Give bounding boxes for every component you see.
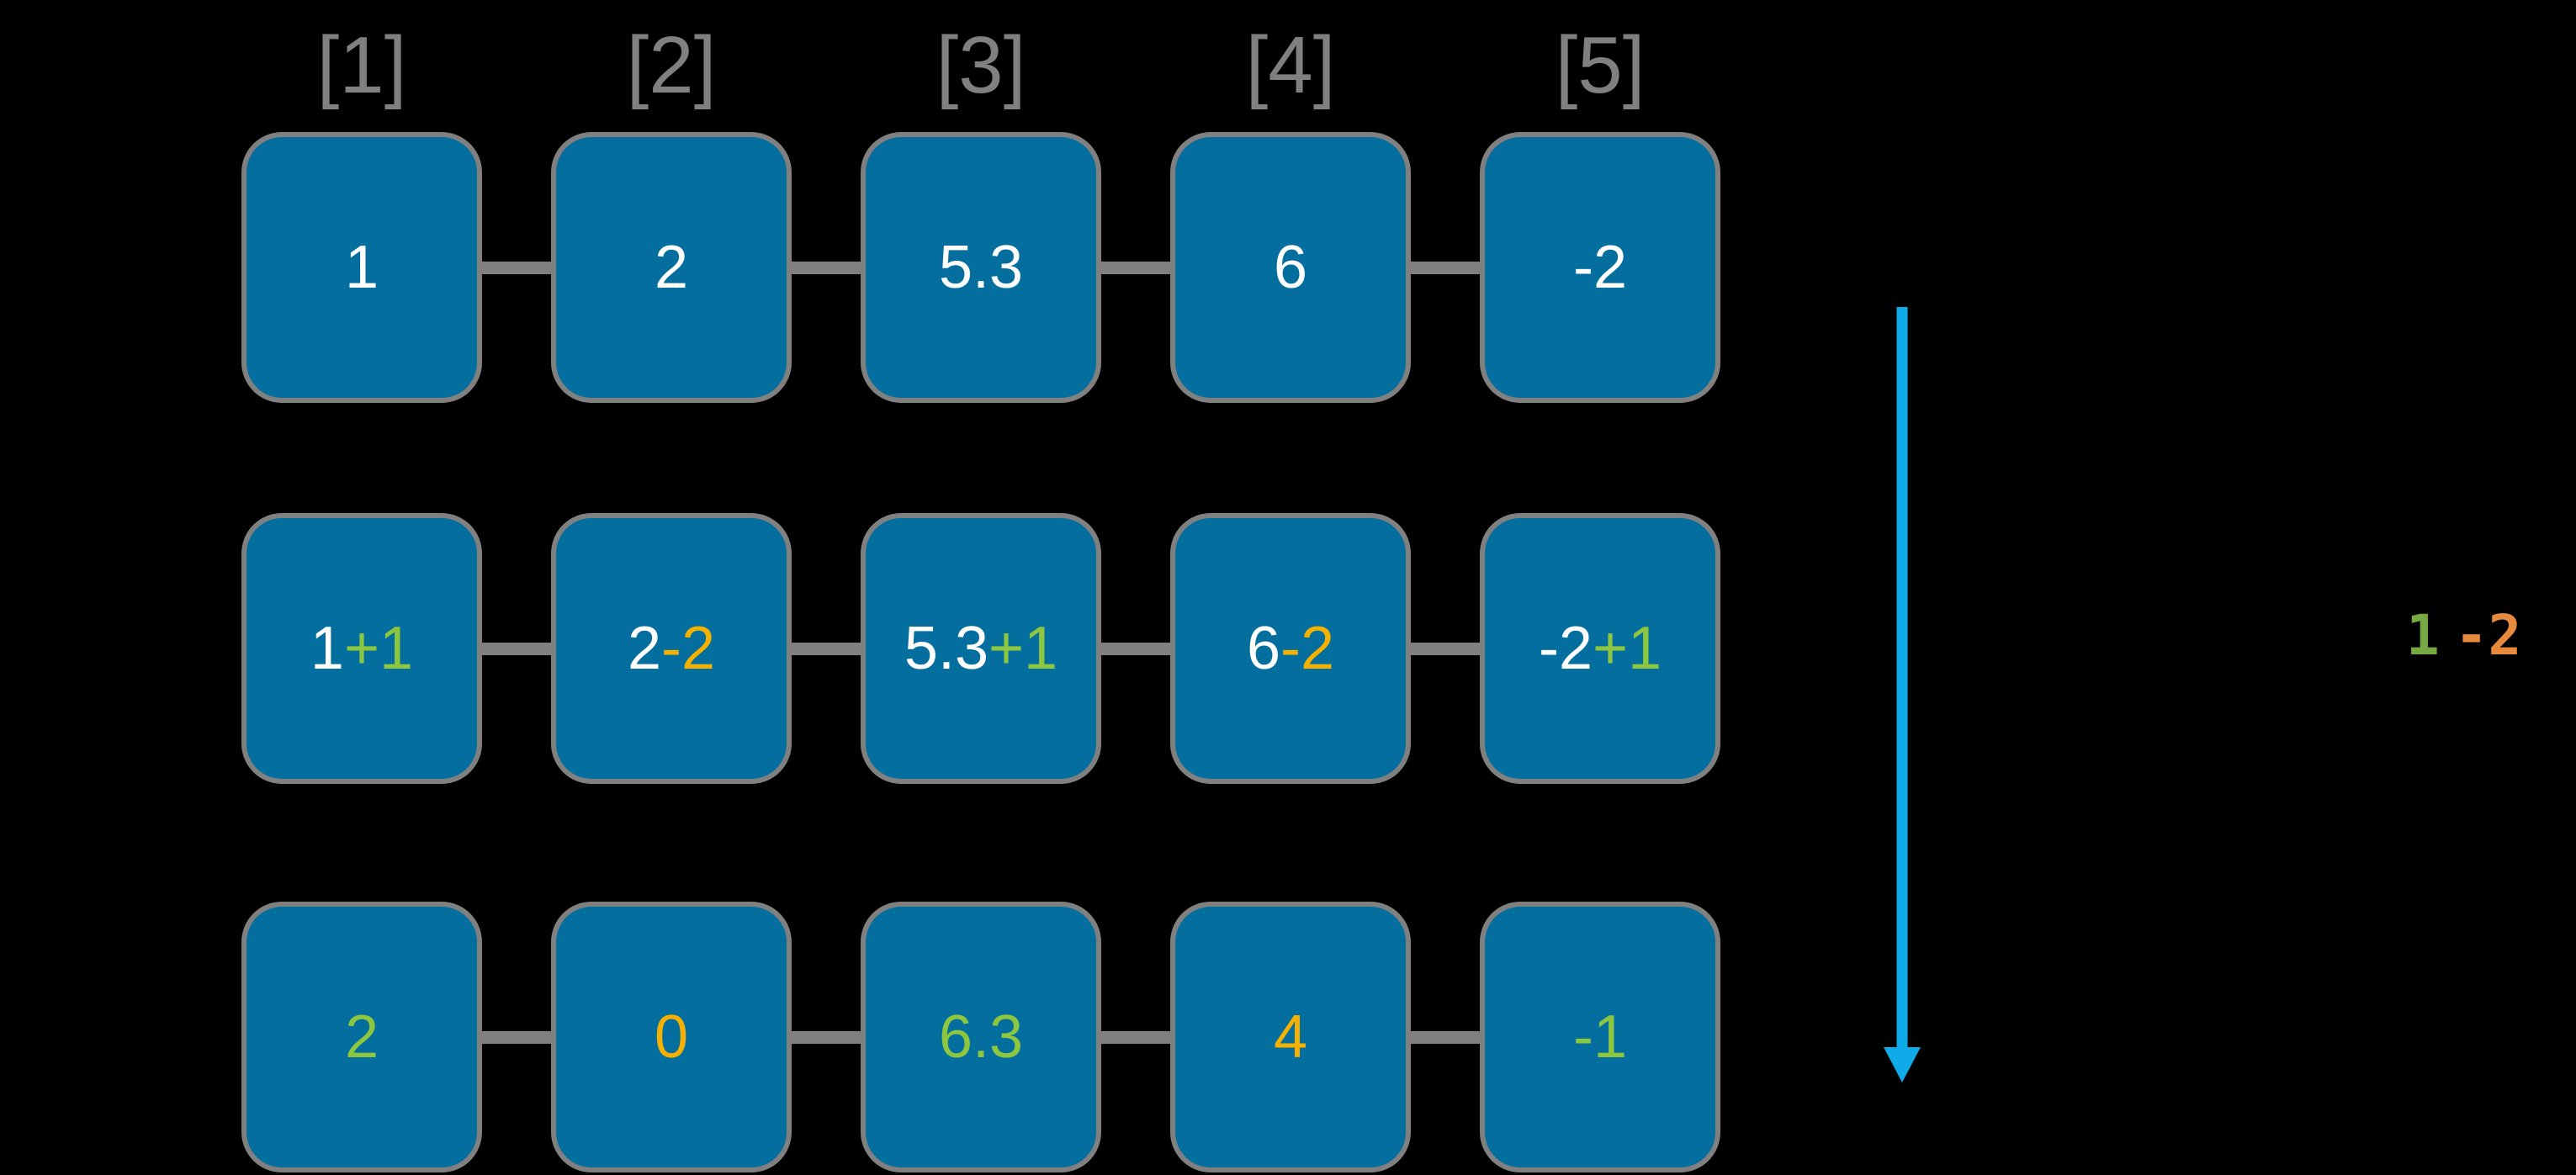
result-vector-cell: 4 (1170, 902, 1411, 1172)
cell-connector (480, 643, 553, 655)
value-segment: 1 (344, 234, 379, 301)
operation-cell: 2-2 (551, 513, 792, 784)
value-segment: 2 (344, 1003, 379, 1071)
value-segment: 4 (1273, 1003, 1308, 1071)
value-segment: 6 (1273, 234, 1308, 301)
down-arrow-icon (1884, 307, 1921, 1082)
value-segment: +1 (1592, 615, 1662, 682)
recycled-vector-segment: 1 (2406, 603, 2440, 668)
operation-cell: 5.3+1 (861, 513, 1101, 784)
original-vector-cell: 6 (1170, 132, 1411, 403)
value-segment: +1 (989, 615, 1058, 682)
cell-connector (790, 643, 862, 655)
recycled-vector: 1-2 (2406, 602, 2521, 669)
value-segment: -2 (1572, 234, 1628, 301)
operation-cell: 1+1 (241, 513, 482, 784)
original-vector-cell: 5.3 (861, 132, 1101, 403)
result-vector-cell: 0 (551, 902, 792, 1172)
operation-cell: -2+1 (1480, 513, 1720, 784)
original-vector-cell: 1 (241, 132, 482, 403)
original-vector-cell: 2 (551, 132, 792, 403)
value-segment: 5.3 (904, 615, 989, 682)
cell-connector (790, 262, 862, 274)
index-label: [2] (626, 20, 717, 110)
value-segment: 6 (1246, 615, 1280, 682)
cell-connector (1409, 262, 1481, 274)
operation-cell: 6-2 (1170, 513, 1411, 784)
index-label: [3] (936, 20, 1026, 110)
value-segment: -1 (1572, 1003, 1628, 1071)
value-segment: 2 (654, 234, 689, 301)
value-segment: 0 (654, 1003, 689, 1071)
index-label: [5] (1555, 20, 1646, 110)
value-segment: 1 (310, 615, 344, 682)
value-segment: -2 (1280, 615, 1335, 682)
value-segment: 5.3 (938, 234, 1024, 301)
result-vector-cell: 6.3 (861, 902, 1101, 1172)
value-segment: -2 (661, 615, 716, 682)
original-vector-cell: -2 (1480, 132, 1720, 403)
cell-connector (1100, 643, 1172, 655)
value-segment: +1 (343, 615, 414, 682)
cell-connector (480, 1031, 553, 1044)
cell-connector (790, 1031, 862, 1044)
cell-connector (1409, 643, 1481, 655)
cell-connector (1100, 1031, 1172, 1044)
index-label: [4] (1245, 20, 1336, 110)
value-segment: -2 (1538, 615, 1593, 682)
value-segment: 6.3 (938, 1003, 1024, 1071)
cell-connector (480, 262, 553, 274)
result-vector-cell: 2 (241, 902, 482, 1172)
result-vector-cell: -1 (1480, 902, 1720, 1172)
cell-connector (1100, 262, 1172, 274)
index-label: [1] (316, 20, 407, 110)
recycled-vector-segment: -2 (2454, 603, 2522, 668)
value-segment: 2 (627, 615, 661, 682)
cell-connector (1409, 1031, 1481, 1044)
